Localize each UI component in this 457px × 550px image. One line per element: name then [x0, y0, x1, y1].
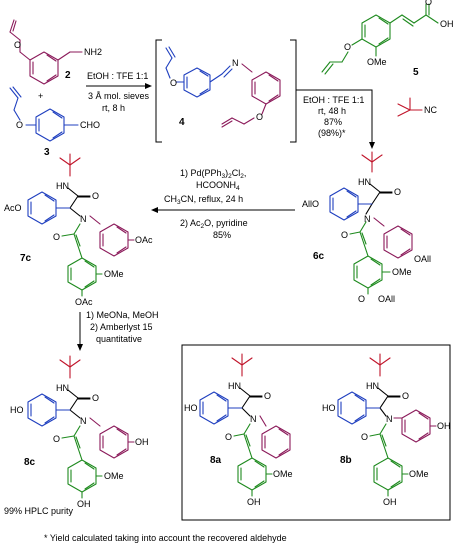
compound-2-structure [9, 19, 83, 85]
step4-cond-1: 1) MeONa, MeOH [86, 310, 159, 320]
compound-4-number: 4 [179, 117, 185, 128]
compound-8b-number: 8b [340, 455, 352, 466]
carbonyl-o2-8c: O [53, 434, 60, 444]
oac-label-7c-a: OAc [135, 235, 153, 245]
amide-nh-8c: HN [56, 383, 69, 393]
compound-7c-structure [27, 153, 135, 297]
compound-5-number: 5 [413, 67, 419, 78]
amide-n-6c: N [364, 214, 371, 224]
o-label-6c-c: O [358, 294, 365, 304]
step2-cond-2: rt, 48 h [318, 106, 346, 116]
ome-label-8a: OMe [273, 469, 293, 479]
o-label-4b: O [256, 112, 263, 122]
step1-arrowhead [145, 83, 152, 89]
carbonyl-o2-7c: O [53, 232, 60, 242]
ho-label-8a: HO [184, 403, 198, 413]
compound-8a-number: 8a [210, 455, 222, 466]
amine-group-label: NH2 [84, 47, 102, 57]
amide-nh-7c: HN [56, 181, 69, 191]
carbonyl-o-7c: O [92, 191, 99, 201]
compound-7c-number: 7c [20, 253, 32, 264]
compound-3-number: 3 [44, 147, 50, 158]
oac-label-7c-b: OAc [75, 297, 93, 307]
aco-label-7c: AcO [4, 203, 22, 213]
carbonyl-o2-8b: O [361, 432, 368, 442]
ome-label-5: OMe [367, 57, 387, 67]
step3-cond-5: 85% [213, 230, 231, 240]
footnote: * Yield calculated taking into account t… [44, 533, 287, 543]
amide-n-7c: N [80, 214, 87, 224]
aldehyde-group-label: CHO [80, 120, 100, 130]
amide-nh-8b: HN [366, 381, 379, 391]
o-label-2: O [14, 40, 21, 50]
step2-cond-4: (98%)* [318, 128, 346, 138]
bracket-left [155, 39, 162, 143]
step1-cond-2: 3 Å mol. sieves [88, 91, 150, 101]
compound-6c-number: 6c [313, 251, 325, 262]
step2-cond-3: 87% [324, 117, 342, 127]
step2-arrow [296, 89, 373, 142]
o-label-5b: O [344, 42, 351, 52]
ome-label-7c: OMe [104, 269, 124, 279]
step3-cond-2: HCOONH4 [196, 180, 240, 192]
ome-label-8c: OMe [104, 471, 124, 481]
acid-group-label: OH [440, 19, 454, 29]
step3-cond-3: CH3CN, reflux, 24 h [164, 194, 243, 206]
ome-label-6c: OMe [392, 267, 412, 277]
step1-cond-1: EtOH : TFE 1:1 [87, 71, 148, 81]
compound-8b-structure [337, 353, 437, 497]
step2-arrowhead [369, 142, 375, 149]
ho-label-8c: HO [10, 405, 24, 415]
bracket-right [290, 39, 297, 143]
step1-cond-3: rt, 8 h [102, 103, 125, 113]
oh-label-8b-b: OH [383, 497, 397, 507]
compound-8c-structure [27, 355, 135, 499]
o-label-5a: O [425, 0, 432, 7]
carbonyl-o-8a: O [264, 391, 271, 401]
compound-2-number: 2 [65, 70, 71, 81]
step4-cond-3: quantitative [96, 334, 142, 344]
amide-n-8b: N [386, 414, 393, 424]
plus-sign: + [38, 91, 43, 101]
amide-nh-6c: HN [358, 177, 371, 187]
isocyanide-structure [397, 97, 423, 117]
oh-label-8c-b: OH [77, 499, 91, 509]
analogs-box [181, 344, 451, 521]
carbonyl-o2-8a: O [225, 432, 232, 442]
imine-4-structure [165, 46, 281, 128]
amide-n-8c: N [80, 416, 87, 426]
compound-6c-structure [329, 151, 413, 295]
o-label-3: O [16, 120, 23, 130]
o-label-4a: O [170, 78, 177, 88]
ho-label-8b: HO [322, 403, 336, 413]
compound-8a-structure [199, 353, 291, 497]
carbonyl-o-8c: O [92, 393, 99, 403]
hplc-purity: 99% HPLC purity [4, 506, 74, 516]
imine-n-label: N [232, 58, 239, 68]
step3-arrowhead [151, 207, 158, 213]
ome-label-8b: OMe [409, 469, 429, 479]
compound-3-structure [9, 86, 79, 142]
compound-8c-number: 8c [24, 457, 36, 468]
oall-label-6c-b: OAll [378, 294, 395, 304]
carbonyl-o-6c: O [394, 187, 401, 197]
amide-nh-8a: HN [228, 381, 241, 391]
compound-5-structure [321, 3, 439, 75]
carbonyl-o2-6c: O [341, 230, 348, 240]
allo-label-6c: AllO [302, 199, 319, 209]
step4-arrowhead [77, 344, 83, 351]
oh-label-8b-a: OH [437, 421, 451, 431]
oh-label-8c-a: OH [135, 437, 149, 447]
step3-cond-4: 2) Ac2O, pyridine [180, 218, 248, 230]
oh-label-8a: OH [247, 497, 261, 507]
step4-cond-2: 2) Amberlyst 15 [90, 322, 153, 332]
oall-label-6c-a: OAll [414, 254, 431, 264]
carbonyl-o-8b: O [402, 391, 409, 401]
step2-cond-1: EtOH : TFE 1:1 [303, 95, 364, 105]
step3-cond-1: 1) Pd(PPh3)2Cl2, [180, 168, 246, 180]
isocyanide-group-label: NC [424, 105, 437, 115]
amide-n-8a: N [250, 414, 257, 424]
